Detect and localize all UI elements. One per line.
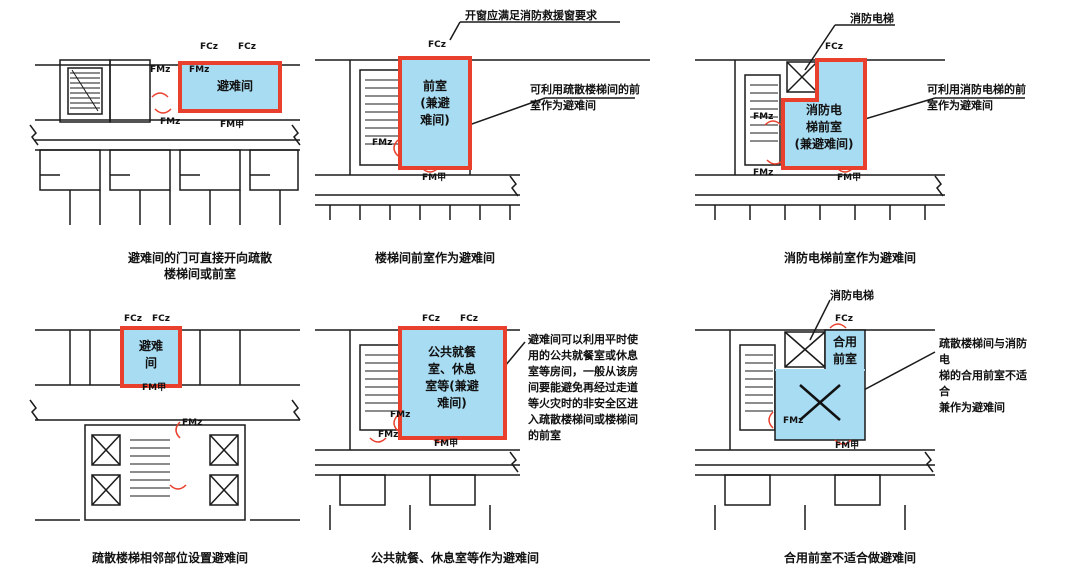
panel-note: 避难间可以利用平时使 用的公共就餐室或休息 室等房间，一般从该房 间要能避免再经… <box>528 332 638 444</box>
room-label: 避难 间 <box>138 339 163 370</box>
note-line: 可利用疏散楼梯间的前 <box>530 83 640 96</box>
fc-tag: FCz <box>238 42 256 52</box>
floor-plan-drawing <box>315 21 650 220</box>
fm-tag: FMz <box>189 65 210 75</box>
panel-caption: 疏散楼梯相邻部位设置避难间 <box>30 550 310 566</box>
note-line: 等火灾时的非安全区进 <box>528 397 638 410</box>
fm-tag: FMz <box>160 117 181 127</box>
note-line: 梯的合用前室不适合 <box>939 369 1027 398</box>
panel-note: 可利用疏散楼梯间的前 室作为避难间 <box>530 82 640 114</box>
note-line: 用的公共就餐室或休息 <box>528 349 638 362</box>
panel-dining-lounge: 公共就餐 室、休息 室等(兼避 难间) FCz FCz FMz FMz FM甲 … <box>310 290 650 570</box>
fm-tag: FM甲 <box>142 383 167 393</box>
panel-caption: 合用前室不适合做避难间 <box>695 550 1005 566</box>
panel-door-to-stair: 避难间 FCz FCz FMz FMz FMz FM甲 避难间的门可直接开向疏散… <box>29 25 370 305</box>
caption-line: 公共就餐、休息室等作为避难间 <box>370 551 539 565</box>
room-label: 消防电 梯前室 (兼避难间) <box>794 103 854 151</box>
panel-note: 疏散楼梯间与消防电 梯的合用前室不适合 兼作为避难间 <box>939 336 1035 416</box>
panel-caption: 避难间的门可直接开向疏散 楼梯间或前室 <box>30 250 370 282</box>
note-line: 室作为避难间 <box>927 99 993 112</box>
panel-caption: 楼梯间前室作为避难间 <box>310 250 560 266</box>
caption-line: 消防电梯前室作为避难间 <box>783 251 916 265</box>
panel-stair-anteroom: 前室 (兼避 难间) FCz FMz FM甲 开窗应满足消防救援窗要求 可利用疏… <box>310 0 650 280</box>
fm-tag: FMz <box>182 418 203 428</box>
caption-line: 合用前室不适合做避难间 <box>783 551 916 565</box>
panel-elevator-anteroom: 消防电 梯前室 (兼避难间) FCz FMz FMz FM甲 消防电梯 可利用消… <box>695 0 1035 280</box>
callout-fire-elevator: 消防电梯 <box>830 289 874 302</box>
caption-line: 楼梯间或前室 <box>163 267 236 281</box>
fm-tag: FM甲 <box>422 173 447 183</box>
floor-plan-drawing <box>695 299 936 530</box>
caption-line: 楼梯间前室作为避难间 <box>374 251 495 265</box>
fm-tag: FMz <box>753 168 774 178</box>
fm-tag: FMz <box>390 410 411 420</box>
room-label: 避难间 <box>216 79 253 93</box>
fm-tag: FMz <box>372 138 393 148</box>
floor-plan-drawing <box>315 326 526 530</box>
fm-tag: FM甲 <box>837 173 862 183</box>
fc-tag: FCz <box>422 314 440 324</box>
panel-caption: 消防电梯前室作为避难间 <box>695 250 1005 266</box>
note-line: 疏散楼梯间与消防电 <box>939 337 1027 366</box>
note-line: 避难间可以利用平时使 <box>528 333 638 346</box>
fm-tag: FM甲 <box>434 439 459 449</box>
floor-plan-drawing <box>29 326 301 521</box>
note-line: 的前室 <box>528 429 561 442</box>
panel-shared-anteroom: 合用 前室 FCz FMz FM甲 消防电梯 疏散楼梯间与消防电 梯的合用前室不… <box>695 289 1035 570</box>
fc-tag: FCz <box>428 40 446 50</box>
fc-tag: FCz <box>835 314 853 324</box>
floor-plan-drawing <box>29 59 301 225</box>
fm-tag: FM甲 <box>220 120 245 130</box>
fm-tag: FMz <box>150 65 171 75</box>
panel-adjacent-to-stair: 避难 间 FCz FCz FM甲 FMz 疏散楼梯相邻部位设置避难间 <box>29 290 370 570</box>
caption-line: 疏散楼梯相邻部位设置避难间 <box>91 551 248 565</box>
floor-plan-drawing <box>695 24 1025 220</box>
note-line: 入疏散楼梯间或楼梯间 <box>528 413 638 426</box>
note-line: 室作为避难间 <box>530 99 596 112</box>
fm-tag: FM甲 <box>835 441 860 451</box>
note-line: 室等房间，一般从该房 <box>528 365 638 378</box>
note-line: 兼作为避难间 <box>939 401 1005 414</box>
panel-caption: 公共就餐、休息室等作为避难间 <box>310 550 600 566</box>
fm-tag: FMz <box>378 430 399 440</box>
fc-tag: FCz <box>152 314 170 324</box>
fm-tag: FMz <box>783 416 804 426</box>
fc-tag: FCz <box>200 42 218 52</box>
room-label: 公共就餐 室、休息 室等(兼避 难间) <box>425 345 479 410</box>
note-line: 间要能避免再经过走道 <box>528 381 638 394</box>
room-label: 前室 (兼避 难间) <box>420 79 450 127</box>
fm-tag: FMz <box>753 112 774 122</box>
caption-line: 避难间的门可直接开向疏散 <box>127 251 272 265</box>
panel-note: 可利用消防电梯的前 室作为避难间 <box>927 82 1026 114</box>
note-line: 可利用消防电梯的前 <box>927 83 1026 96</box>
callout-fire-elevator: 消防电梯 <box>850 12 894 25</box>
fc-tag: FCz <box>124 314 142 324</box>
room-label: 合用 前室 <box>832 335 857 366</box>
fc-tag: FCz <box>460 314 478 324</box>
fc-tag: FCz <box>825 42 843 52</box>
callout-window-requirement: 开窗应满足消防救援窗要求 <box>465 9 597 22</box>
